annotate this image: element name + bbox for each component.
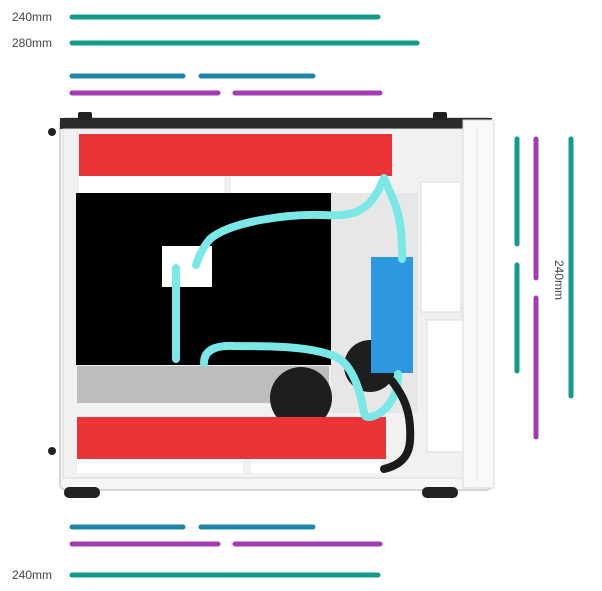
bottom-radiator-bracket-left xyxy=(77,459,243,473)
lower-fan-icon xyxy=(270,367,332,429)
black-cable xyxy=(380,377,415,473)
top-radiator-bracket-right xyxy=(231,176,381,193)
left-bottom-hinge-icon xyxy=(48,447,56,455)
top-240mm-label: 240mm xyxy=(12,10,53,24)
coolant-tube-top xyxy=(192,174,388,269)
coolant-tube-bottom xyxy=(200,341,402,422)
right-240mm-label: 240mm xyxy=(552,260,566,301)
front-drive-cage-lower xyxy=(426,319,464,453)
top-radiator-bracket-left xyxy=(79,176,224,193)
pump-reservoir xyxy=(371,257,413,373)
top-left-foot xyxy=(78,112,92,120)
bottom-radiator-bracket-right xyxy=(251,459,381,473)
top-radiator xyxy=(79,134,392,176)
bottom-radiator xyxy=(77,417,386,459)
top-280mm-label: 280mm xyxy=(12,36,53,50)
bottom-left-foot xyxy=(64,487,100,498)
front-panel xyxy=(462,119,495,489)
left-top-hinge-icon xyxy=(48,128,56,136)
coolant-tube-pump-up xyxy=(380,174,407,263)
front-drive-cage xyxy=(420,181,462,313)
bottom-right-foot xyxy=(422,487,458,498)
top-right-foot xyxy=(433,112,447,120)
case-top-rail xyxy=(60,118,492,129)
bottom-240mm-label: 240mm xyxy=(12,568,53,582)
